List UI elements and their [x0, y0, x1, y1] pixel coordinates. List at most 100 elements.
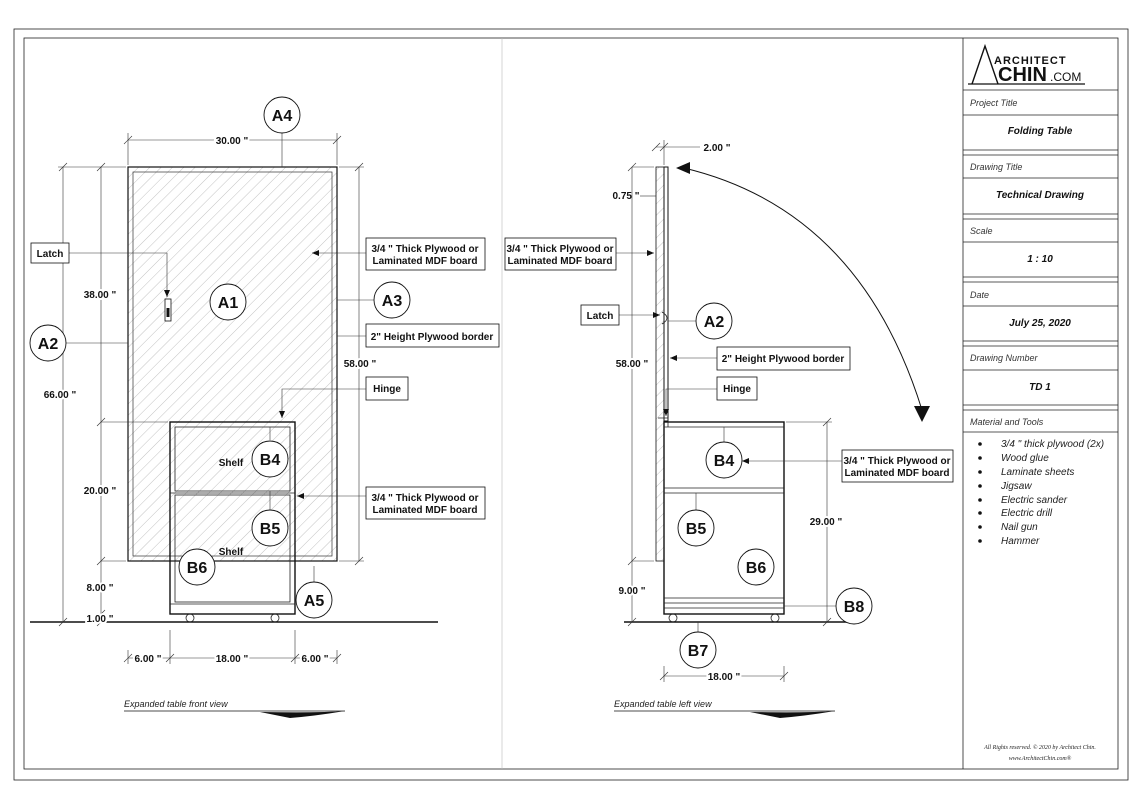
latch-label: Latch	[37, 249, 64, 260]
callout-a4: A4	[263, 96, 301, 134]
dim-total-height: 66.00 "	[44, 390, 77, 401]
scale-caption: Scale	[970, 226, 993, 236]
table-top-panel	[127, 166, 338, 562]
materials-item: Laminate sheets	[1001, 467, 1074, 478]
side-plywood2-label-box	[841, 449, 954, 483]
caption-swash	[260, 711, 345, 718]
caster-wheel	[270, 613, 280, 623]
callout-label: A3	[382, 293, 403, 310]
caster-wheel	[185, 613, 195, 623]
dim-38: 38.00 "	[84, 290, 117, 301]
plywood-label-line1: 3/4 " Thick Plywood or	[372, 244, 479, 255]
website-text: www.ArchitectChin.com®	[1009, 755, 1072, 762]
fold-arc	[683, 167, 923, 411]
project-title: Folding Table	[1008, 126, 1073, 137]
shelf-label-lower: Shelf	[219, 547, 244, 558]
project-title-caption: Project Title	[970, 98, 1017, 108]
side-view-caption: Expanded table left view	[614, 699, 712, 709]
callout-label: B5	[260, 521, 281, 538]
hinge-label: Hinge	[373, 384, 401, 395]
drawing-number-caption: Drawing Number	[970, 353, 1039, 363]
plywood2-label-line1: 3/4 " Thick Plywood or	[372, 493, 479, 504]
copyright-text: All Rights reserved. © 2020 by Architect…	[983, 744, 1096, 751]
fold-arrow-bottom	[914, 406, 930, 422]
callout-b6: B6	[178, 548, 216, 586]
callout-side-b6: B6	[737, 548, 775, 586]
callout-label: B4	[714, 453, 735, 470]
plywood2-label-box	[365, 486, 486, 520]
materials-item: Electric sander	[1001, 495, 1068, 506]
side-border-label-box	[716, 346, 851, 371]
callout-label: B6	[187, 560, 208, 577]
callout-label: B6	[746, 560, 767, 577]
materials-list: 3/4 " thick plywood (2x) Wood glue Lamin…	[978, 439, 1104, 547]
callout-label: B4	[260, 452, 281, 469]
callout-side-b4: B4	[705, 441, 743, 479]
drawing-title-caption: Drawing Title	[970, 162, 1022, 172]
side-border-label: 2" Height Plywood border	[722, 354, 845, 365]
shelf-label-upper: Shelf	[219, 458, 244, 469]
plywood-label-line2: Laminated MDF board	[372, 256, 477, 267]
cabinet-body	[663, 421, 785, 615]
side-view: 2.00 " 0.75 " 58.00 " 9.00 " 29.00 " 18.…	[504, 140, 954, 718]
materials-item: 3/4 " thick plywood (2x)	[1001, 439, 1104, 450]
side-hinge-label-box	[716, 376, 758, 401]
side-plywood2-label-line1: 3/4 " Thick Plywood or	[844, 456, 951, 467]
dim-bottom-mid: 18.00 "	[216, 654, 249, 665]
side-hinge-label: Hinge	[723, 384, 751, 395]
caster-wheel	[668, 613, 678, 623]
callout-b4: B4	[251, 440, 289, 478]
callout-label: A4	[272, 108, 293, 125]
outer-border	[13, 28, 1129, 781]
dim-side-075: 0.75 "	[613, 191, 640, 202]
front-view-caption: Expanded table front view	[124, 699, 228, 709]
dim-1: 1.00 "	[87, 614, 114, 625]
hinge-label-box	[365, 376, 409, 401]
callout-side-b8: B8	[835, 587, 873, 625]
dim-side-29: 29.00 "	[810, 517, 843, 528]
dim-bottom-left: 6.00 "	[135, 654, 162, 665]
fold-arrow-top	[676, 162, 690, 174]
materials-item: Hammer	[1001, 536, 1040, 547]
cabinet-lower-shelf	[174, 494, 291, 603]
side-plywood2-label-line2: Laminated MDF board	[844, 468, 949, 479]
inner-border	[23, 37, 1119, 770]
title-block: ARCHITECT CHIN .COM Project Title Foldin…	[963, 43, 1118, 762]
latch-icon	[661, 311, 668, 325]
latch-knob	[166, 308, 170, 317]
materials-item: Electric drill	[1001, 508, 1053, 519]
dim-side-9: 9.00 "	[619, 586, 646, 597]
callout-side-b7: B7	[679, 631, 717, 669]
plywood-border	[132, 171, 333, 557]
side-latch-label: Latch	[587, 311, 614, 322]
side-plywood-label-line1: 3/4 " Thick Plywood or	[507, 244, 614, 255]
callout-side-a2: A2	[695, 302, 733, 340]
front-view: 30.00 " 66.00 " 38.00 " 20.00 " 8.00 " 1…	[29, 96, 500, 718]
table-top-edge	[655, 166, 665, 562]
callout-label: B5	[686, 521, 707, 538]
date-caption: Date	[970, 290, 989, 300]
callout-a5: A5	[295, 581, 333, 619]
dim-20: 20.00 "	[84, 486, 117, 497]
callout-label: A2	[704, 314, 725, 331]
callout-label: A2	[38, 336, 59, 353]
callout-b5: B5	[251, 509, 289, 547]
callout-label: A1	[218, 295, 239, 312]
dim-8: 8.00 "	[87, 583, 114, 594]
table-top-border	[663, 166, 669, 422]
callout-a1: A1	[209, 283, 247, 321]
callout-a3: A3	[373, 281, 411, 319]
callout-side-b5: B5	[677, 509, 715, 547]
date-value: July 25, 2020	[1009, 318, 1071, 329]
logo-top-text: ARCHITECT	[994, 55, 1067, 67]
dim-side-top: 2.00 "	[704, 143, 731, 154]
dim-bottom-right: 6.00 "	[302, 654, 329, 665]
caster-wheel	[770, 613, 780, 623]
drawing-title: Technical Drawing	[996, 190, 1084, 201]
materials-item: Nail gun	[1001, 522, 1038, 533]
cabinet-upper-shelf	[174, 426, 291, 492]
dim-top-width: 30.00 "	[216, 136, 249, 147]
plywood2-label-line2: Laminated MDF board	[372, 505, 477, 516]
materials-caption: Material and Tools	[970, 417, 1044, 427]
callout-label: B8	[844, 599, 865, 616]
